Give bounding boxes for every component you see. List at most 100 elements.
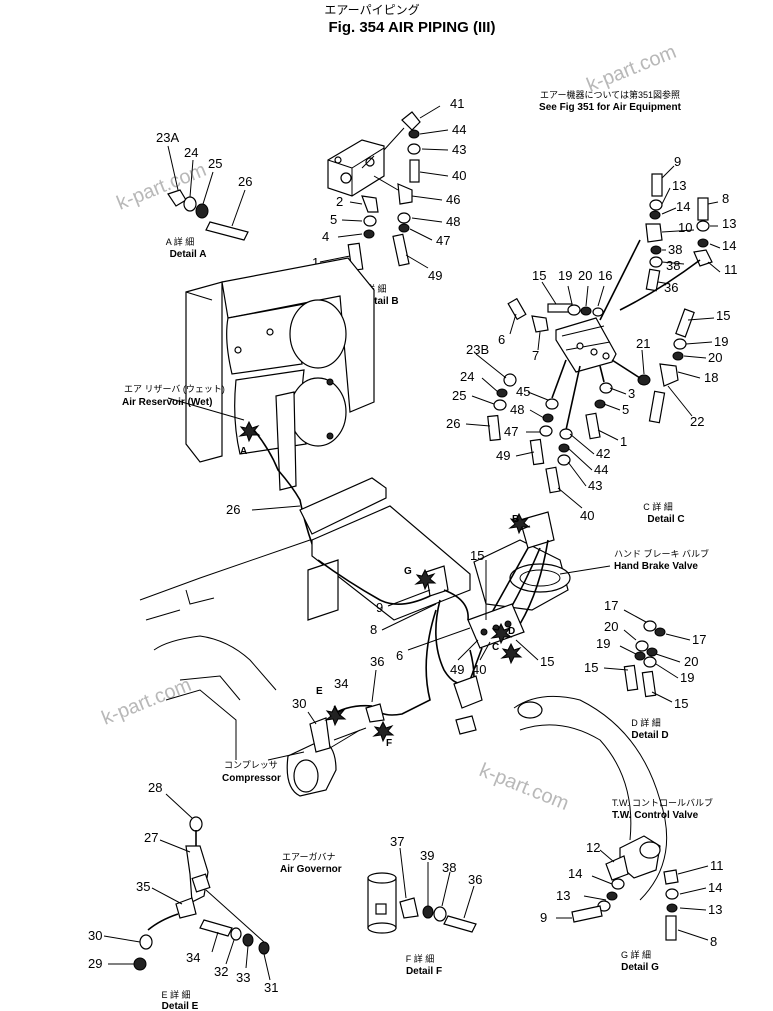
tw-control-valve-label: T.W. Control Valve xyxy=(612,810,699,821)
callout-10: 10 xyxy=(678,220,692,235)
callout-43c: 43 xyxy=(588,478,602,493)
callout-43: 43 xyxy=(452,142,466,157)
fitting-21 xyxy=(637,374,651,386)
callout-45: 45 xyxy=(516,384,530,399)
callout-42: 42 xyxy=(596,446,610,461)
callout-1: 1 xyxy=(312,255,319,270)
callout-24c: 24 xyxy=(460,369,474,384)
tw-control-valve xyxy=(425,565,449,597)
detail-marker-a: A xyxy=(240,446,247,457)
tube-36-f xyxy=(443,915,477,933)
callout-1c: 1 xyxy=(620,434,627,449)
nut-24 xyxy=(183,196,197,212)
detail-f-label: Detail F xyxy=(406,966,442,977)
callout-37: 37 xyxy=(390,834,404,849)
callout-15b: 15 xyxy=(716,308,730,323)
callout-35: 35 xyxy=(136,879,150,894)
hand-brake-valve-label-jp: ハンド ブレーキ バルブ xyxy=(614,548,709,559)
detail-a: 23A 24 25 26 A 詳 細 Detail A xyxy=(156,130,252,260)
detail-a-label-jp: A 詳 細 xyxy=(166,236,195,247)
callout-36: 36 xyxy=(664,280,678,295)
callout-38-f: 38 xyxy=(442,860,456,875)
callout-34-e: 34 xyxy=(186,950,200,965)
detail-d-label: Detail D xyxy=(631,730,668,741)
detail-marker-b: B xyxy=(512,514,519,525)
elbow-46 xyxy=(397,183,413,205)
tube-34 xyxy=(199,919,233,937)
detail-g-label: Detail G xyxy=(621,962,659,973)
connector-10 xyxy=(645,223,663,243)
callout-20-d2: 20 xyxy=(684,654,698,669)
detail-d: 17 20 17 19 20 15 19 15 D 詳 細 Detail D xyxy=(584,598,706,741)
tube-15b xyxy=(675,308,695,338)
callout-31: 31 xyxy=(264,980,278,995)
callout-40c: 40 xyxy=(580,508,594,523)
tube-15-d2 xyxy=(641,670,657,698)
callout-23b: 23B xyxy=(466,342,489,357)
callout-47: 47 xyxy=(436,233,450,248)
callout-9: 9 xyxy=(674,154,681,169)
watermark: k-part.com xyxy=(584,41,680,97)
callout-21: 21 xyxy=(636,336,650,351)
fitting-30 xyxy=(139,934,153,950)
callout-40: 40 xyxy=(452,168,466,183)
callout-8-g: 8 xyxy=(710,934,717,949)
reference-note-jp: エアー機器については第351図参照 xyxy=(540,89,680,100)
callout-12: 12 xyxy=(586,840,600,855)
air-governor-label: Air Governor xyxy=(280,864,342,875)
callout-5: 5 xyxy=(330,212,337,227)
callout-44: 44 xyxy=(452,122,466,137)
callout-4: 4 xyxy=(322,229,329,244)
detail-marker-d: D xyxy=(508,626,515,637)
callout-19-d: 19 xyxy=(596,636,610,651)
callout-48c: 48 xyxy=(510,402,524,417)
callout-9-main: 9 xyxy=(376,600,383,615)
tube-36 xyxy=(645,268,661,292)
callout-8: 8 xyxy=(722,191,729,206)
elbow-37 xyxy=(399,897,419,919)
callout-19b: 19 xyxy=(714,334,728,349)
callout-34-main: 34 xyxy=(334,676,348,691)
compressor-label-jp: コンプレッサ xyxy=(224,760,278,770)
detail-f: 37 39 38 36 エアーガバナ Air Governor F 詳 細 De… xyxy=(280,834,482,977)
callout-14: 14 xyxy=(676,199,690,214)
elbow-7 xyxy=(531,315,549,333)
callout-17-d: 17 xyxy=(604,598,618,613)
tube-15-d xyxy=(623,664,639,692)
detail-d-label-jp: D 詳 細 xyxy=(631,717,661,728)
tube-9-g xyxy=(571,905,603,923)
callout-44c: 44 xyxy=(594,462,608,477)
callout-13b: 13 xyxy=(722,216,736,231)
tube-49 xyxy=(392,233,410,267)
reference-note: See Fig 351 for Air Equipment xyxy=(539,102,682,113)
callout-13-g2: 13 xyxy=(708,902,722,917)
callout-17-d2: 17 xyxy=(692,632,706,647)
compressor-label: Compressor xyxy=(222,773,281,784)
callout-2: 2 xyxy=(336,194,343,209)
detail-marker-e: E xyxy=(316,686,323,697)
callout-6: 6 xyxy=(498,332,505,347)
detail-c-label: Detail C xyxy=(647,514,684,525)
detail-c-label-jp: C 詳 細 xyxy=(643,501,673,512)
tube-26 xyxy=(205,221,249,241)
sleeve-25 xyxy=(195,203,209,219)
callout-13: 13 xyxy=(672,178,686,193)
callout-13-g: 13 xyxy=(556,888,570,903)
callout-3: 3 xyxy=(628,386,635,401)
callout-15-d: 15 xyxy=(584,660,598,675)
elbow-11-g xyxy=(663,869,679,885)
reservoir-bracket-left xyxy=(185,281,223,463)
callout-24: 24 xyxy=(184,145,198,160)
callout-49-main: 49 xyxy=(450,662,464,677)
callout-18: 18 xyxy=(704,370,718,385)
detail-c: 9 13 14 10 8 13 14 11 38 38 36 15 19 20 … xyxy=(446,154,738,525)
callout-25c: 25 xyxy=(452,388,466,403)
elbow-41 xyxy=(401,111,421,131)
air-reservoir-label: Air Reservoir (Wet) xyxy=(122,397,212,408)
tube-8-g xyxy=(665,915,677,941)
callout-49: 49 xyxy=(428,268,442,283)
elbow-18 xyxy=(659,363,679,387)
callout-26-main: 26 xyxy=(226,502,240,517)
callout-15-d2: 15 xyxy=(674,696,688,711)
callout-38b: 38 xyxy=(666,258,680,273)
